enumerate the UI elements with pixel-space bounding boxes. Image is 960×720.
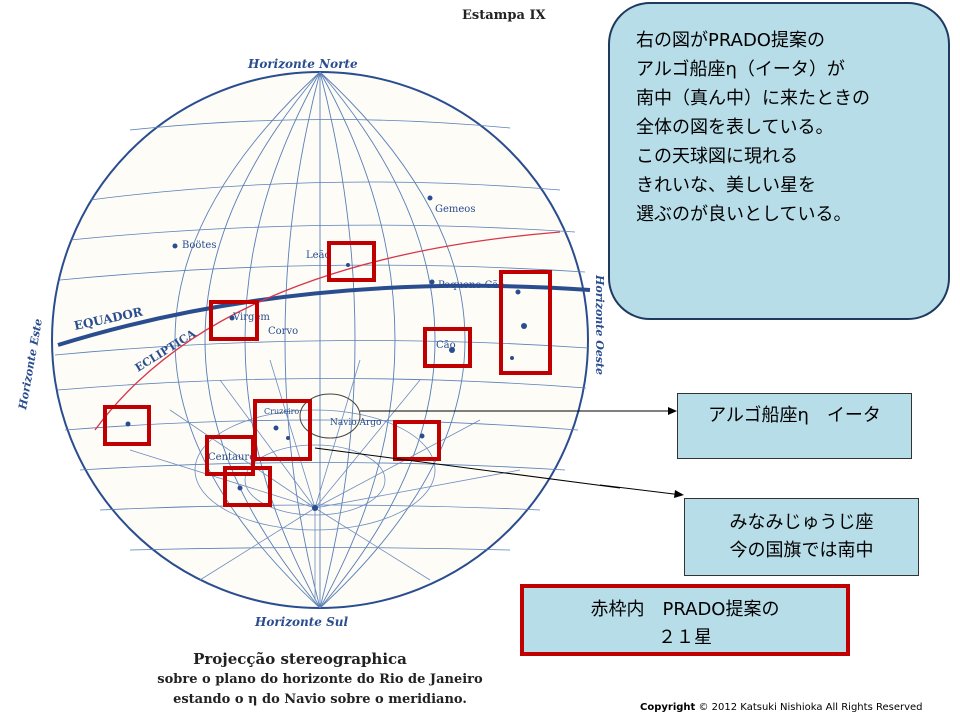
- constellation-label-navio-argo: Navio Argo: [330, 418, 381, 428]
- constellation-label-bootes: Boötes: [182, 240, 216, 251]
- explanation-note: 右の図がPRADO提案の アルゴ船座η（イータ）が 南中（真ん中）に来たときの …: [608, 2, 950, 320]
- argo-eta-label-box: アルゴ船座η イータ: [677, 393, 912, 459]
- copyright-label: Copyright: [640, 702, 695, 713]
- note-line: 南中（真ん中）に来たときの: [636, 84, 936, 113]
- caption-title: Projecção stereographica: [100, 650, 500, 668]
- southern-cross-label-box: みなみじゅうじ座 今の国旗では南中: [684, 498, 919, 576]
- prado-label-line-1: 赤枠内 PRADO提案の: [524, 596, 846, 624]
- southern-cross-label-line-1: みなみじゅうじ座: [685, 509, 918, 537]
- arrowhead-argo: [668, 407, 677, 415]
- note-line: きれいな、美しい星を: [636, 171, 936, 200]
- horizon-south-label: Horizonte Sul: [254, 615, 349, 629]
- constellation-label-leao: Leão: [306, 250, 331, 261]
- horizon-east-label: Horizonte Este: [16, 318, 45, 412]
- constellation-label-pequeno-cao: Pequeno Cão: [438, 280, 504, 291]
- note-line: 全体の図を表している。: [636, 113, 936, 142]
- caption-line-3: estando o η do Navio sobre o meridiano.: [120, 692, 520, 707]
- argo-eta-label: アルゴ船座η イータ: [708, 405, 881, 426]
- copyright-notice: Copyright © 2012 Katsuki Nishioka All Ri…: [640, 702, 923, 713]
- constellation-label-virgem: Virgem: [232, 312, 270, 323]
- constellation-label-cruzeiro: Cruzeiro: [264, 407, 299, 416]
- prado-21-stars-box: 赤枠内 PRADO提案の ２１星: [520, 584, 850, 656]
- constellation-label-corvo: Corvo: [268, 326, 298, 337]
- note-line: この天球図に現れる: [636, 142, 936, 171]
- constellation-label-centauro: Centauro: [208, 452, 255, 463]
- southern-cross-label-line-2: 今の国旗では南中: [685, 537, 918, 565]
- note-line: 右の図がPRADO提案の: [636, 26, 936, 55]
- constellation-label-gemeos: Gemeos: [435, 204, 475, 215]
- caption-line-2: sobre o plano do horizonte do Rio de Jan…: [120, 672, 520, 687]
- horizon-west-label: Horizonte Oeste: [593, 274, 606, 375]
- horizon-north-label: Horizonte Norte: [247, 57, 358, 71]
- note-line: 選ぶのが良いとしている。: [636, 200, 936, 229]
- arrowhead-cross: [674, 490, 684, 498]
- copyright-text: © 2012 Katsuki Nishioka All Rights Reser…: [699, 702, 923, 713]
- note-line: アルゴ船座η（イータ）が: [636, 55, 936, 84]
- prado-label-line-2: ２１星: [524, 624, 846, 652]
